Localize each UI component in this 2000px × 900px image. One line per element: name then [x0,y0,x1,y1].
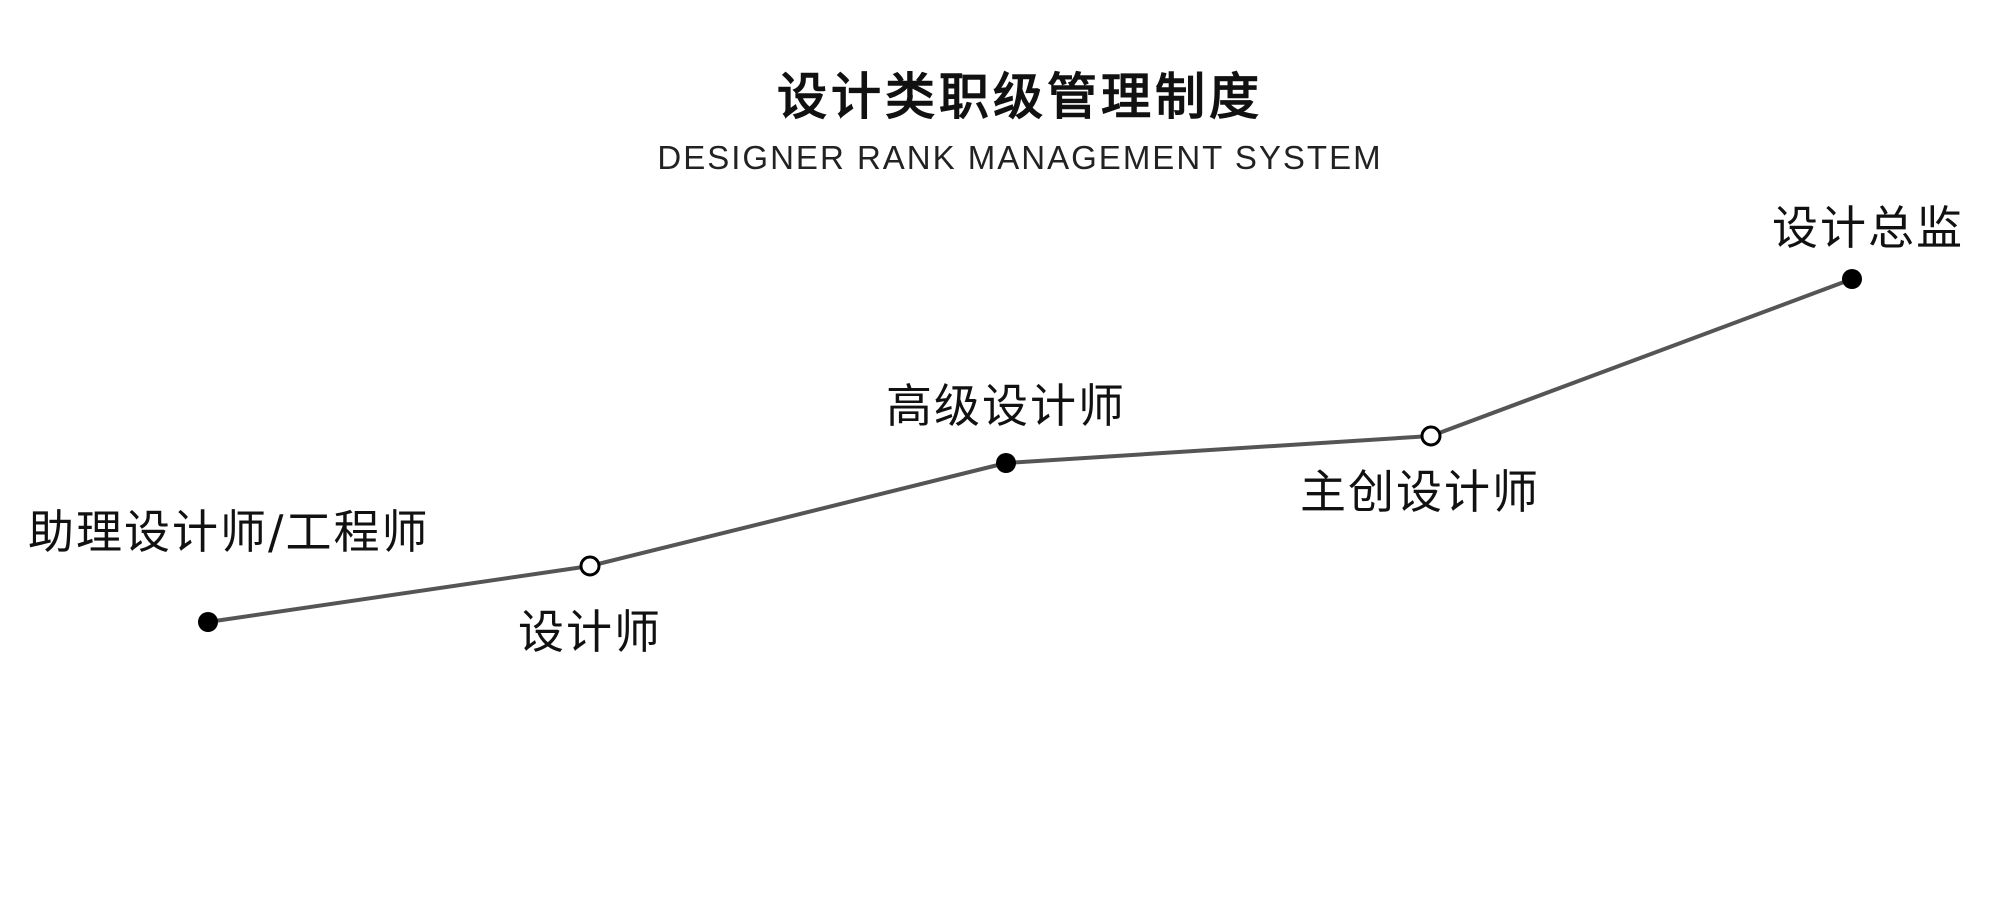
career-path-line [207,277,1853,624]
rank-node-designer: 设计师 [518,555,662,659]
page-subtitle: DESIGNER RANK MANAGEMENT SYSTEM [657,139,1383,176]
rank-label-director: 设计总监 [1772,201,1964,255]
rank-label-designer: 设计师 [518,605,662,659]
rank-label-assistant: 助理设计师/工程师 [28,505,430,559]
rank-marker-assistant [198,612,218,632]
page-title: 设计类职级管理制度 [777,68,1263,126]
rank-node-lead: 主创设计师 [1300,425,1540,519]
rank-marker-designer [579,555,601,577]
rank-label-senior: 高级设计师 [886,379,1126,433]
rank-node-director: 设计总监 [1772,201,1964,289]
rank-marker-senior [996,453,1016,473]
rank-marker-director [1842,269,1862,289]
rank-marker-lead [1420,425,1442,447]
rank-node-assistant: 助理设计师/工程师 [28,505,430,632]
rank-label-lead: 主创设计师 [1300,465,1540,519]
rank-node-senior: 高级设计师 [886,379,1126,473]
